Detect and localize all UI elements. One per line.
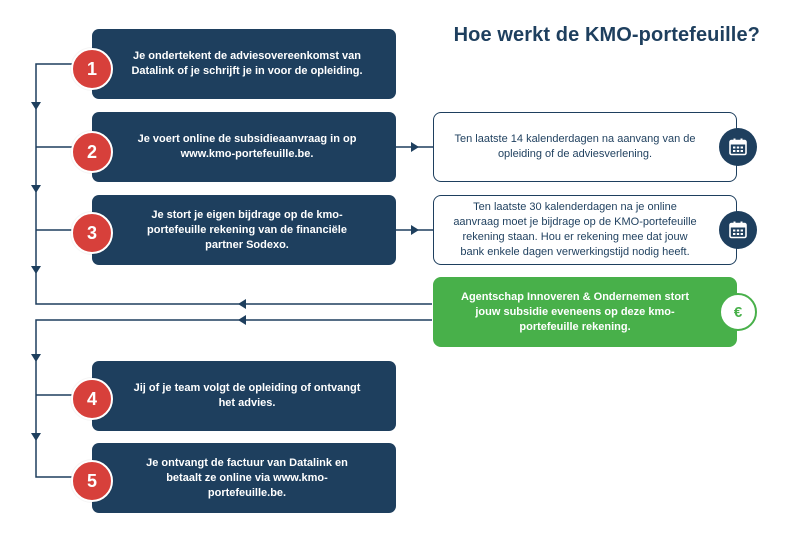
calendar-icon [719, 211, 757, 249]
step-1-badge: 1 [71, 48, 113, 90]
step-2-box: Je voert online de subsidieaanvraag in o… [92, 112, 396, 182]
note-3-text: Agentschap Innoveren & Ondernemen stort … [461, 290, 689, 333]
step-4-text: Jij of je team volgt de opleiding of ont… [133, 382, 361, 409]
step-2-badge: 2 [71, 131, 113, 173]
note-subsidy-payment: Agentschap Innoveren & Ondernemen stort … [433, 277, 737, 347]
step-1-box: Je ondertekent de adviesovereenkomst van… [92, 29, 396, 99]
step-2-text: Je voert online de subsidieaanvraag in o… [137, 133, 357, 160]
page-title: Hoe werkt de KMO-portefeuille? [453, 24, 760, 46]
step-4-box: Jij of je team volgt de opleiding of ont… [92, 361, 396, 431]
note-1-text: Ten laatste 14 kalenderdagen na aanvang … [454, 133, 696, 160]
calendar-icon [719, 128, 757, 166]
note-deadline-30-days: Ten laatste 30 kalenderdagen na je onlin… [433, 195, 737, 265]
note-2-text: Ten laatste 30 kalenderdagen na je onlin… [453, 201, 697, 258]
step-1-text: Je ondertekent de adviesovereenkomst van… [131, 50, 363, 77]
note-deadline-14-days: Ten laatste 14 kalenderdagen na aanvang … [433, 112, 737, 182]
step-5-text: Je ontvangt de factuur van Datalink en b… [146, 456, 348, 499]
step-3-box: Je stort je eigen bijdrage op de kmo-por… [92, 195, 396, 265]
step-5-badge: 5 [71, 460, 113, 502]
euro-icon: € [719, 293, 757, 331]
step-4-badge: 4 [71, 378, 113, 420]
step-3-badge: 3 [71, 212, 113, 254]
step-5-box: Je ontvangt de factuur van Datalink en b… [92, 443, 396, 513]
step-3-text: Je stort je eigen bijdrage op de kmo-por… [147, 208, 347, 251]
